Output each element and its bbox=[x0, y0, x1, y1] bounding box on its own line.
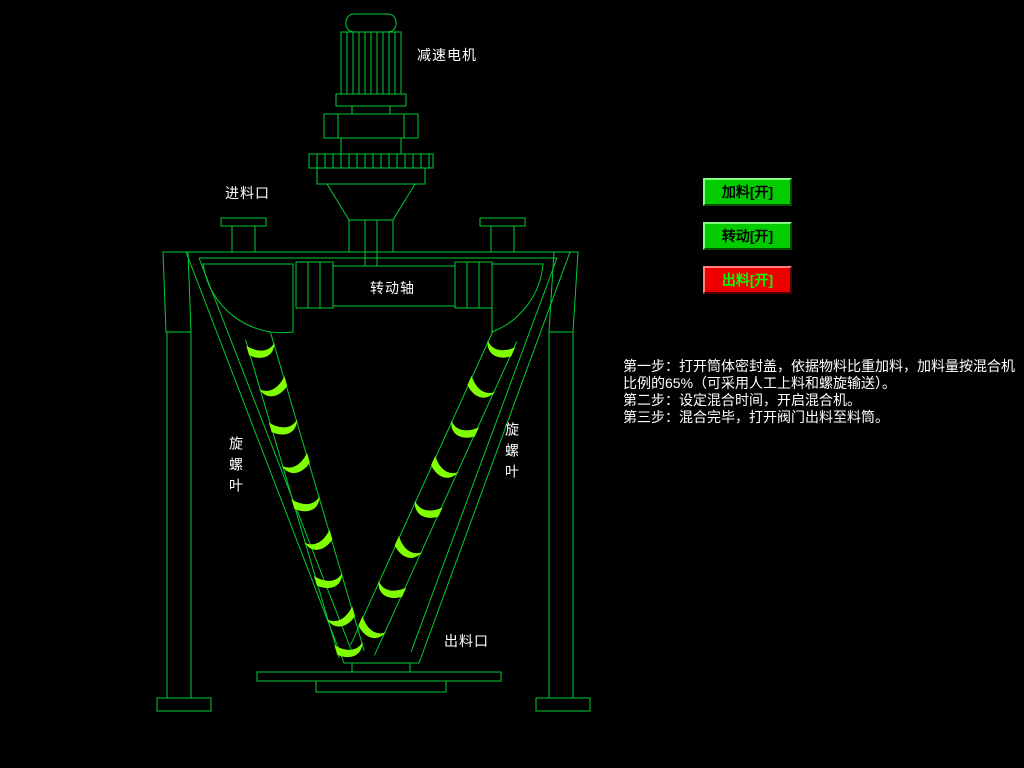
screw-right bbox=[350, 330, 518, 656]
instruction-line-1: 第一步：打开筒体密封盖，依据物料比重加料，加料量按混合机 bbox=[623, 358, 1015, 374]
drive-shaft-housing bbox=[202, 261, 544, 334]
motor bbox=[335, 13, 407, 107]
inlet-label: 进料口 bbox=[225, 185, 270, 201]
screw-left bbox=[245, 332, 366, 661]
control-panel: 加料[开] 转动[开] 出料[开] bbox=[703, 178, 792, 294]
screw-right-label: 旋螺叶 bbox=[504, 422, 520, 485]
gearbox bbox=[308, 105, 434, 266]
feed-button[interactable]: 加料[开] bbox=[703, 178, 792, 206]
mixer-diagram bbox=[156, 13, 591, 712]
motor-label: 减速电机 bbox=[417, 47, 477, 63]
outlet-label: 出料口 bbox=[444, 633, 489, 649]
discharge-button[interactable]: 出料[开] bbox=[703, 266, 792, 294]
instruction-line-4: 第三步：混合完毕，打开阀门出料至料筒。 bbox=[623, 409, 889, 425]
instruction-line-3: 第二步：设定混合时间，开启混合机。 bbox=[623, 392, 861, 408]
support-frame bbox=[156, 251, 591, 712]
instruction-line-2: 比例的65%（可采用人工上料和螺旋输送）。 bbox=[623, 375, 897, 391]
inlet-pipes bbox=[220, 217, 526, 252]
instructions: 第一步：打开筒体密封盖，依据物料比重加料，加料量按混合机 比例的65%（可采用人… bbox=[623, 358, 1023, 426]
shaft-label: 转动轴 bbox=[370, 280, 415, 296]
rotate-button[interactable]: 转动[开] bbox=[703, 222, 792, 250]
screw-left-label: 旋螺叶 bbox=[228, 436, 244, 499]
discharge-outlet bbox=[256, 663, 502, 693]
